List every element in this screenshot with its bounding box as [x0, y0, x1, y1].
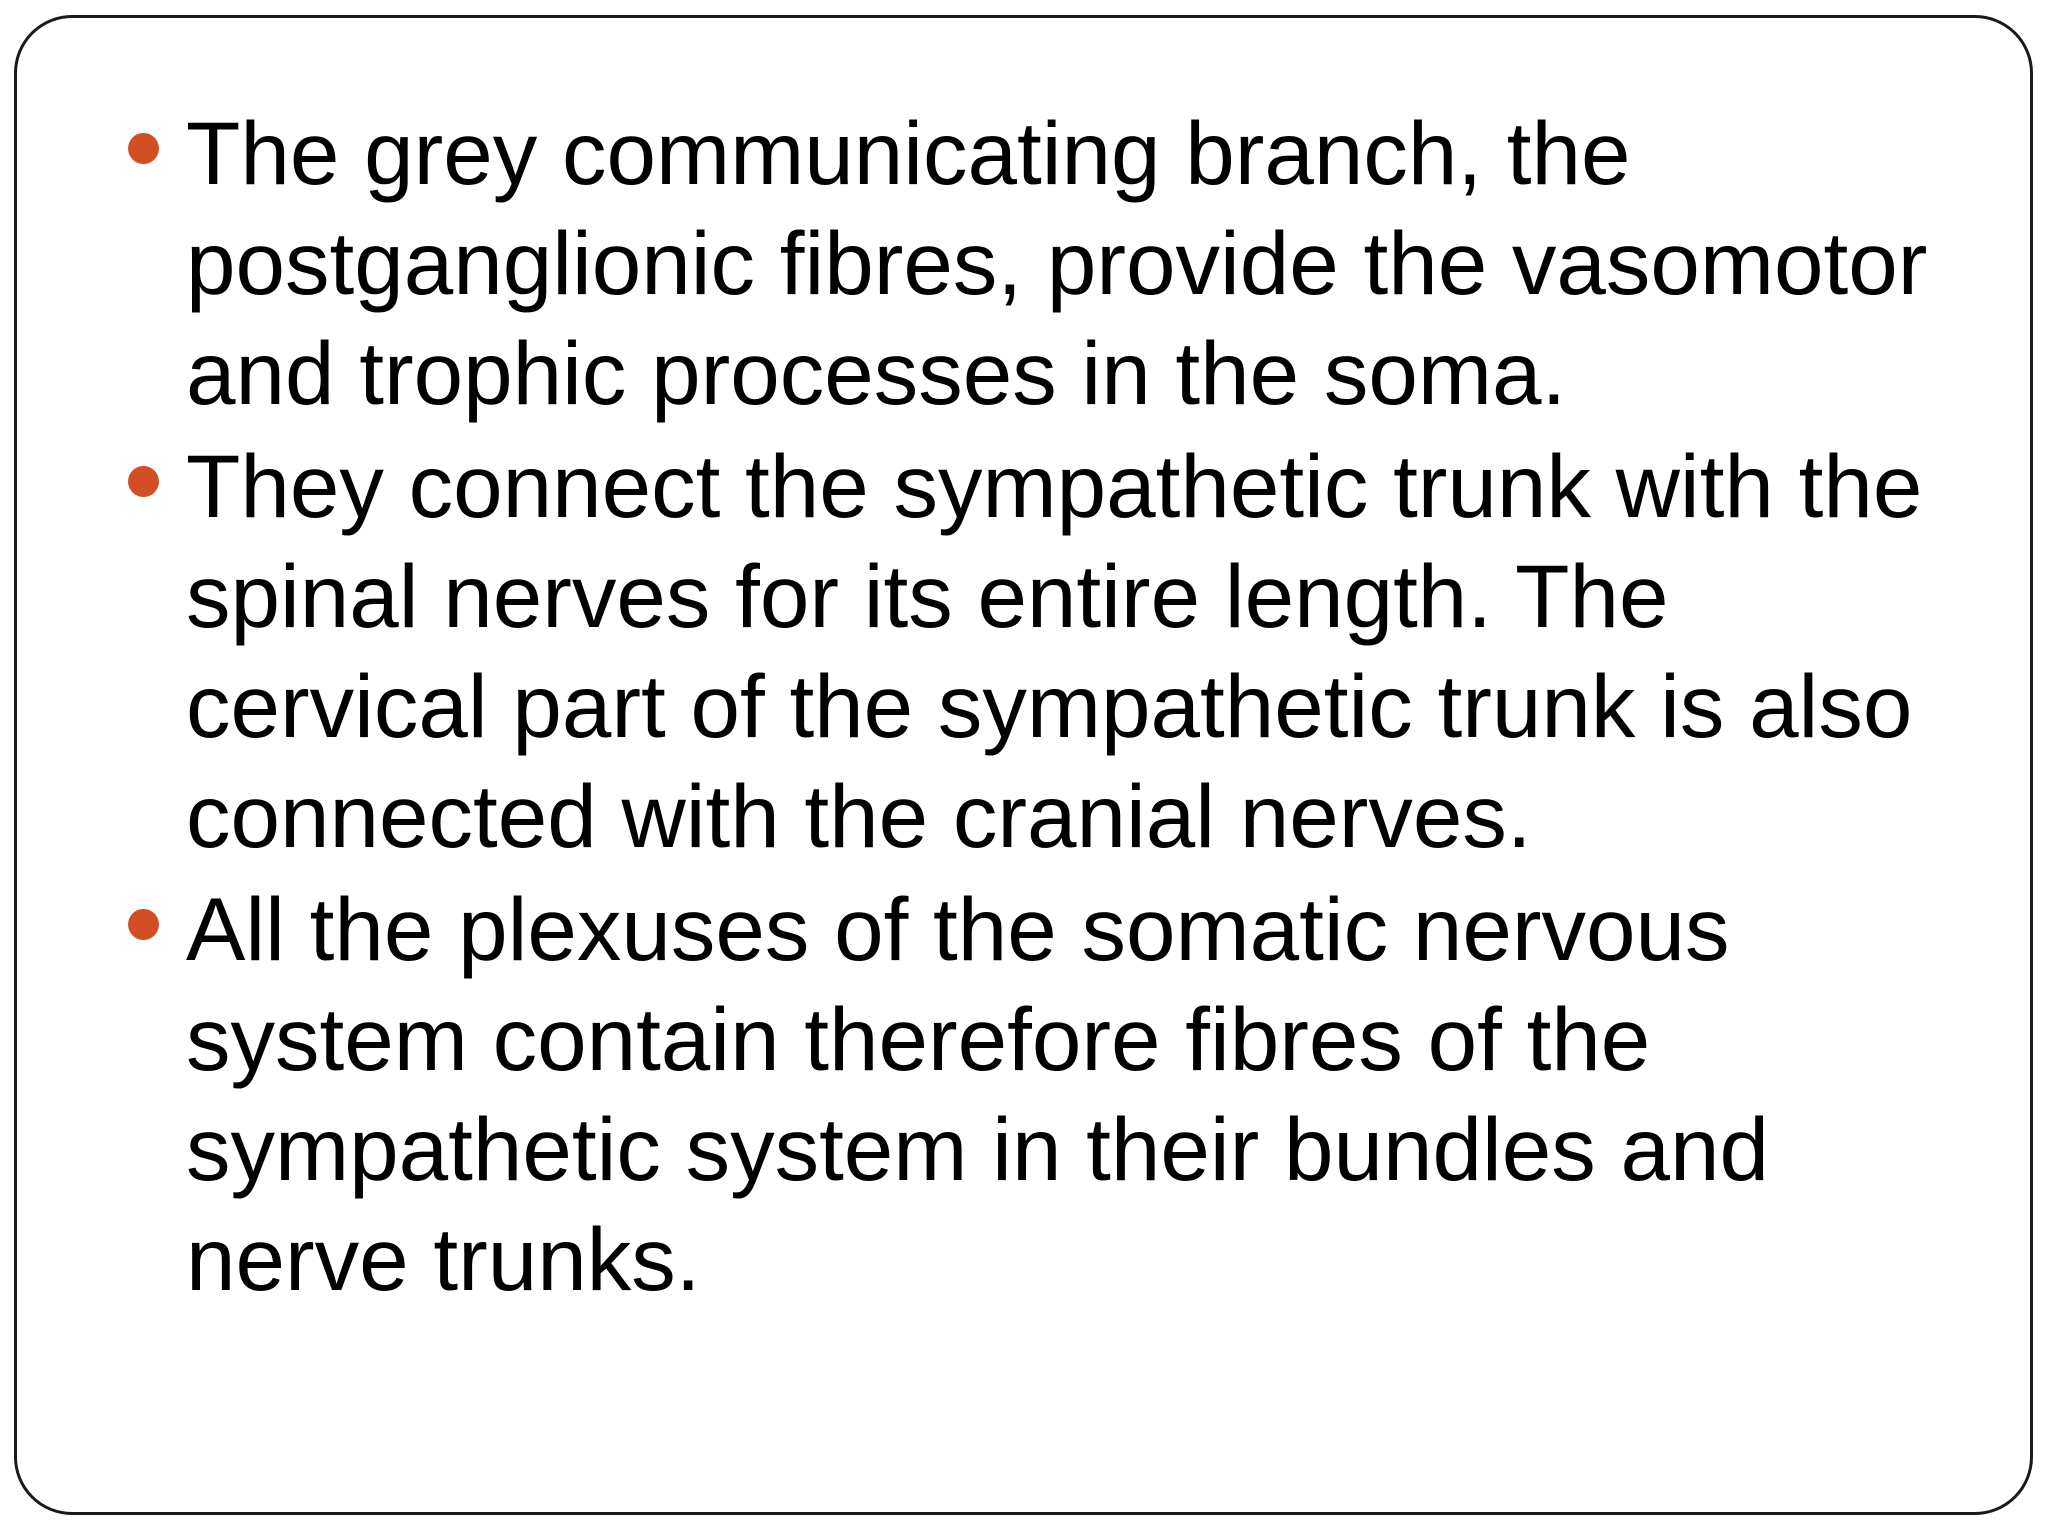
bullet-list: The grey communicating branch, the postg… [128, 98, 1928, 1317]
bullet-item: All the plexuses of the somatic nervous … [128, 874, 1928, 1314]
bullet-text: The grey communicating branch, the postg… [186, 103, 1928, 423]
bullet-dot-icon [128, 133, 159, 164]
bullet-text: They connect the sympathetic trunk with … [186, 436, 1923, 866]
bullet-item: They connect the sympathetic trunk with … [128, 431, 1928, 871]
slide-frame [14, 15, 2033, 1515]
bullet-dot-icon [128, 909, 159, 940]
bullet-text: All the plexuses of the somatic nervous … [186, 879, 1770, 1309]
bullet-dot-icon [128, 466, 159, 497]
bullet-item: The grey communicating branch, the postg… [128, 98, 1928, 428]
